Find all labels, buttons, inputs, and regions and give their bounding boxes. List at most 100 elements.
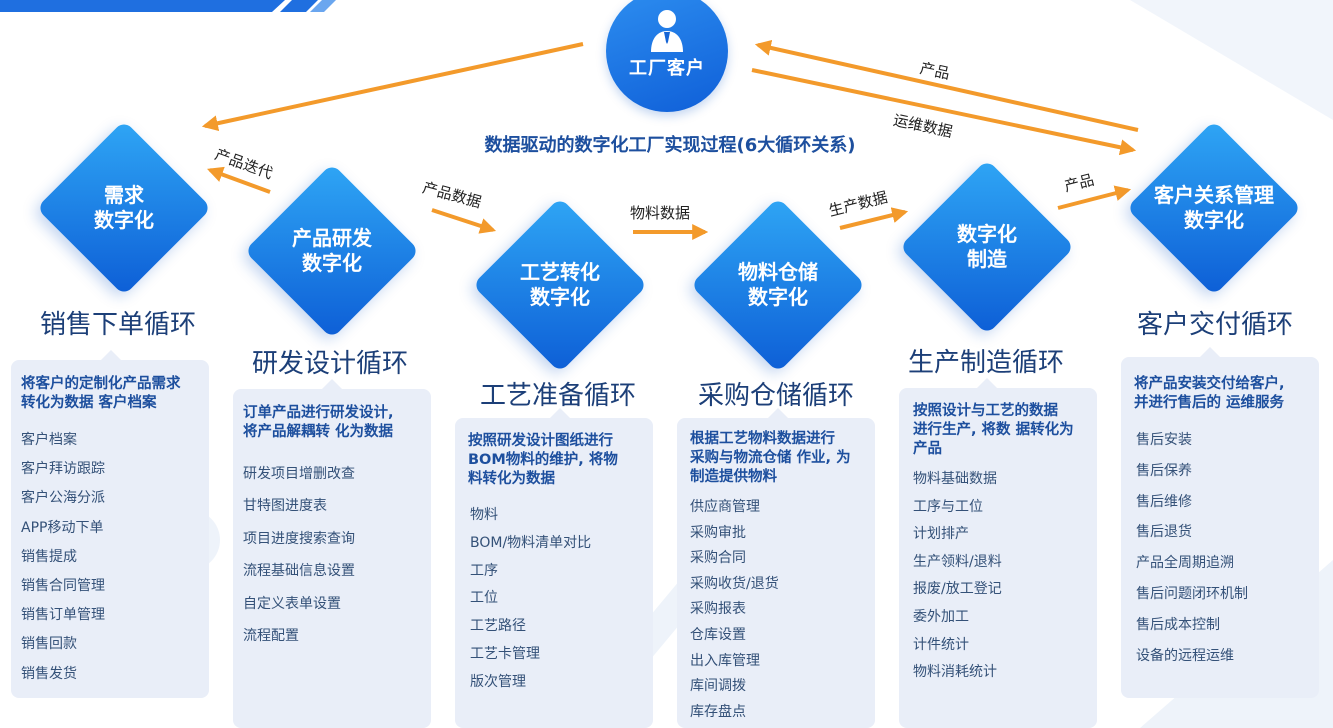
panel-pointer [1200, 347, 1220, 357]
list-item: 物料 [470, 507, 498, 523]
list-item: 生产领料/退料 [913, 553, 1002, 570]
panel-title-crm: 将产品安装交付给客户,并进行售后的 运维服务 [1134, 376, 1285, 411]
list-item: 产品全周期追溯 [1136, 555, 1234, 572]
loop-label-warehouse: 采购仓储循环 [698, 381, 855, 411]
loop-label-rd: 研发设计循环 [252, 349, 409, 379]
arrow-customer-to-demand [201, 42, 584, 132]
panel-crm [1121, 357, 1319, 698]
stage-title-rd: 产品研发数字化 [292, 226, 372, 275]
list-item: APP移动下单 [21, 519, 104, 536]
list-item: 项目进度搜索查询 [243, 530, 355, 547]
list-item: BOM/物料清单对比 [470, 534, 592, 551]
stage-title-manufacturing: 数字化制造 [957, 222, 1017, 271]
stage-title-crm: 客户关系管理数字化 [1154, 183, 1274, 232]
arrow-label-material-data: 物料数据 [630, 204, 691, 222]
list-item: 采购报表 [690, 601, 746, 618]
list-item: 版次管理 [470, 673, 526, 690]
list-item: 客户档案 [21, 432, 77, 448]
list-item: 物料消耗统计 [913, 664, 997, 681]
list-item: 售后退货 [1136, 524, 1192, 541]
list-item: 售后安装 [1136, 432, 1192, 448]
list-item: 流程配置 [243, 628, 299, 645]
list-item: 计件统计 [913, 636, 969, 653]
panel-list-crm: 售后安装 售后保养 售后维修 售后退货 产品全周期追溯 售后问题闭环机制 售后成… [1136, 425, 1248, 671]
list-item: 售后问题闭环机制 [1136, 585, 1248, 602]
list-item: 报废/放工登记 [913, 581, 1002, 598]
panel-title-warehouse: 根据工艺物料数据进行采购与物流仓储 作业, 为制造提供物料 [690, 431, 851, 485]
list-item: 采购收货/退货 [690, 575, 779, 592]
list-item: 工艺卡管理 [470, 645, 540, 662]
panel-title-rd: 订单产品进行研发设计,将产品解耦转 化为数据 [243, 405, 394, 440]
list-item: 销售发货 [21, 665, 77, 682]
list-item: 库间调拨 [690, 678, 746, 695]
panel-pointer [101, 350, 121, 360]
list-item: 售后维修 [1136, 493, 1192, 510]
list-item: 物料基础数据 [913, 471, 997, 487]
panel-title-sales: 将客户的定制化产品需求转化为数据 客户档案 [21, 376, 181, 411]
panel-list-process: 物料 BOM/物料清单对比 工序 工位 工艺路径 工艺卡管理 版次管理 [470, 502, 591, 697]
list-item: 客户公海分派 [21, 490, 105, 507]
arrow-production-data [839, 207, 909, 230]
list-item: 研发项目增删改查 [243, 466, 355, 482]
panel-list-manufacturing: 物料基础数据 工序与工位 计划排产 生产领料/退料 报废/放工登记 委外加工 计… [913, 466, 1002, 687]
loop-label-manufacturing: 生产制造循环 [908, 348, 1065, 378]
list-item: 销售合同管理 [21, 578, 105, 595]
customer-label: 工厂客户 [629, 58, 705, 79]
panel-pointer [550, 408, 570, 418]
list-item: 库存盘点 [690, 703, 746, 720]
corner-stripe-small [280, 0, 318, 12]
list-item: 流程基础信息设置 [243, 563, 355, 580]
list-item: 仓库设置 [690, 626, 746, 643]
list-item: 售后成本控制 [1136, 616, 1220, 633]
panel-pointer [977, 378, 997, 388]
arrow-customer-to-crm [751, 68, 1137, 156]
arrow-crm-to-customer [754, 39, 1139, 132]
list-item: 客户拜访跟踪 [21, 461, 105, 478]
corner-stripe-main [0, 0, 285, 12]
list-item: 甘特图进度表 [243, 498, 327, 515]
customer-node: 工厂客户 [606, 0, 728, 112]
list-item: 销售订单管理 [21, 607, 105, 624]
panel-warehouse [677, 418, 875, 728]
list-item: 销售回款 [21, 636, 77, 653]
arrow-iteration [206, 166, 271, 194]
list-item: 自定义表单设置 [243, 595, 341, 612]
person-icon [651, 10, 683, 52]
list-item: 工艺路径 [470, 618, 526, 635]
list-item: 供应商管理 [690, 499, 760, 515]
panel-title-manufacturing: 按照设计与工艺的数据进行生产, 将数 据转化为产品 [913, 403, 1074, 457]
list-item: 计划排产 [913, 526, 969, 543]
panel-manufacturing [899, 388, 1097, 728]
list-item: 采购审批 [690, 524, 746, 541]
list-item: 销售提成 [21, 548, 77, 565]
loop-label-crm: 客户交付循环 [1137, 310, 1294, 340]
diagram-headline: 数据驱动的数字化工厂实现过程(6大循环关系) [484, 135, 856, 156]
list-item: 工序 [470, 562, 498, 579]
stage-title-process: 工艺转化数字化 [520, 260, 600, 309]
panel-pointer [768, 408, 788, 418]
panel-pointer [322, 379, 342, 389]
list-item: 采购合同 [690, 550, 746, 567]
list-item: 工序与工位 [913, 498, 983, 515]
panel-list-rd: 研发项目增删改查 甘特图进度表 项目进度搜索查询 流程基础信息设置 自定义表单设… [243, 458, 355, 652]
loop-label-sales: 销售下单循环 [40, 310, 197, 340]
panel-rd [233, 389, 431, 728]
list-item: 设备的远程运维 [1136, 647, 1234, 664]
panel-list-sales: 客户档案 客户拜访跟踪 客户公海分派 APP移动下单 销售提成 销售合同管理 销… [21, 426, 105, 689]
panel-sales [11, 360, 209, 698]
arrow-product-data [431, 208, 497, 234]
arrow-product [1057, 185, 1132, 210]
loop-label-process: 工艺准备循环 [480, 381, 637, 411]
list-item: 出入库管理 [690, 652, 760, 669]
corner-stripe-light [310, 0, 336, 12]
panel-process [455, 418, 653, 728]
list-item: 售后保养 [1136, 462, 1192, 479]
list-item: 工位 [470, 590, 498, 607]
stage-title-demand: 需求数字化 [94, 183, 154, 232]
stage-title-warehouse: 物料仓储数字化 [738, 260, 818, 309]
panel-list-warehouse: 供应商管理 采购审批 采购合同 采购收货/退货 采购报表 仓库设置 出入库管理 … [690, 495, 779, 725]
bg-shape-topright [1130, 0, 1333, 120]
list-item: 委外加工 [913, 608, 969, 625]
